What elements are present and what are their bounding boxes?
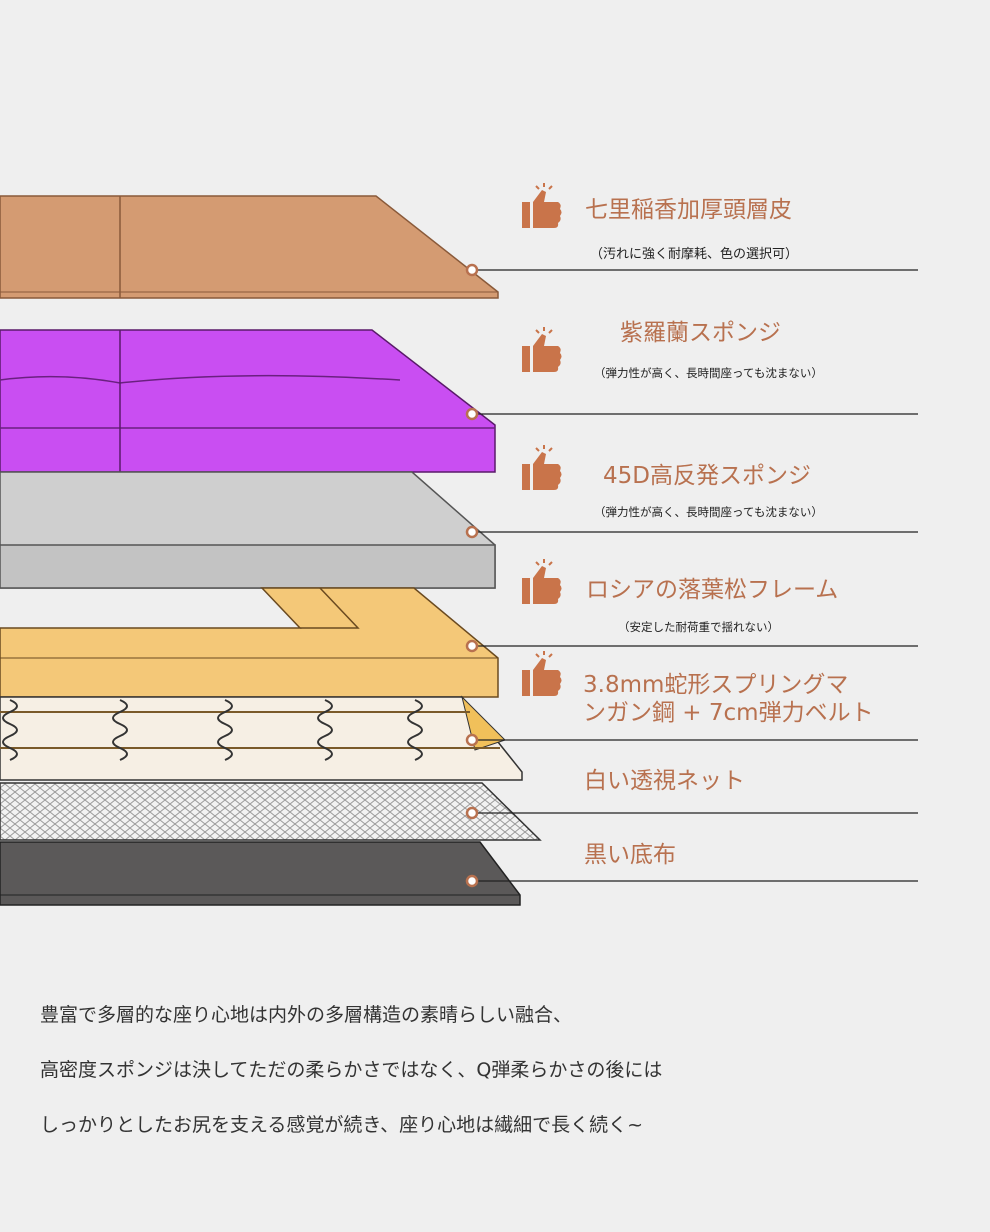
description-line-3: しっかりとしたお尻を支える感覚が続き、座り心地は繊細で長く続く~ [40,1114,644,1136]
leather-layer [0,195,499,299]
layer-subtitle-leather: （汚れに強く耐摩耗、色の選択可） [590,247,799,262]
layer-subtitle-purple-sponge: （弾力性が高く、長時間座っても沈まない） [594,366,823,380]
layer-title-purple-sponge: 紫羅蘭スポンジ [620,320,781,346]
leader-dots [465,263,479,888]
wood-frame-layer [0,587,499,698]
leader-lines [478,269,918,882]
spring-layer [0,695,523,781]
thumbs-up-icon [522,445,562,490]
thumbs-up-icon [522,651,562,696]
net-layer [0,782,542,841]
gray-sponge-layer [0,471,496,589]
sofa-layer-diagram [0,195,918,906]
purple-sponge-layer [0,329,496,473]
thumbs-up-icon [522,327,562,372]
thumbs-up-icon [522,183,562,228]
layer-title-spring-line1: 3.8mm蛇形スプリングマ [583,672,849,698]
black-cloth-layer [0,841,521,906]
description-line-1: 豊富で多層的な座り心地は内外の多層構造の素晴らしい融合、 [40,1004,573,1026]
layer-subtitle-frame: （安定した耐荷重で揺れない） [618,620,779,634]
layer-title-hr-sponge: 45D高反発スポンジ [603,463,811,489]
layer-subtitle-hr-sponge: （弾力性が高く、長時間座っても沈まない） [594,505,823,519]
layer-title-frame: ロシアの落葉松フレーム [586,577,839,603]
layer-title-net: 白い透視ネット [584,768,745,794]
description-line-2: 高密度スポンジは決してただの柔らかさではなく、Q弾柔らかさの後には [40,1059,663,1081]
thumbs-up-icon [522,559,562,604]
layer-title-leather: 七里稲香加厚頭層皮 [585,197,792,223]
layer-title-black-cloth: 黒い底布 [584,842,676,868]
layer-title-spring: 3.8mm蛇形スプリングマ ンガン鋼 + 7cm弾力ベルト [583,672,874,727]
layer-title-spring-line2: ンガン鋼 + 7cm弾力ベルト [583,699,874,726]
